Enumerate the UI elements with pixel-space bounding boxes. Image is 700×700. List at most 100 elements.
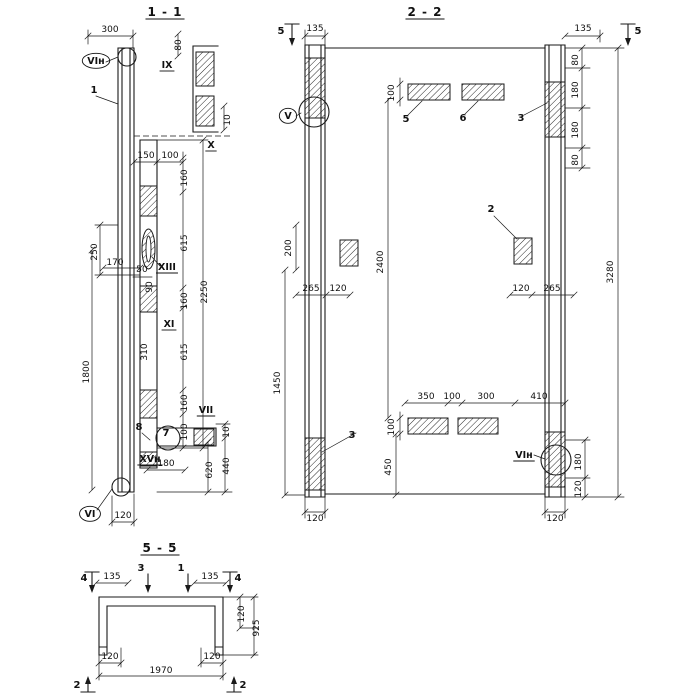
dim-label: 265 <box>543 284 560 294</box>
view-marker-label: XI <box>164 319 175 330</box>
dim-label: 180 <box>574 453 584 470</box>
dim-label: 170 <box>106 258 123 268</box>
embed-plate-hatch <box>139 185 158 217</box>
rib-hatch <box>304 437 326 491</box>
dim-label: 200 <box>284 239 294 256</box>
dim-label: 410 <box>530 392 547 402</box>
dim-label: 10 <box>222 426 232 438</box>
dim-label: 100 <box>443 392 460 402</box>
slot-opening-inner <box>145 235 152 263</box>
part-ref-label: 3 <box>349 430 356 441</box>
dim-label: 2400 <box>376 250 386 273</box>
dim-label: 120 <box>306 514 323 524</box>
detail-circle-v <box>298 96 330 128</box>
view-marker-label: VII <box>199 405 213 416</box>
detail-circle-top <box>117 47 137 67</box>
dim-label: 120 <box>546 514 563 524</box>
dimension-lines <box>92 579 259 681</box>
rib-hatch <box>304 57 326 119</box>
part-ref-label: 1 <box>91 85 98 96</box>
view-marker-label: IX <box>162 60 174 71</box>
view-marker-label: X <box>207 140 215 151</box>
section-1-1 <box>84 29 233 527</box>
dim-label: 160 <box>180 169 190 186</box>
part-ref-label: 4 <box>235 573 242 584</box>
leader-lines <box>295 100 548 460</box>
dim-label: 135 <box>201 572 218 582</box>
dim-label: 120 <box>574 480 584 497</box>
dim-label: 120 <box>237 605 247 622</box>
dim-label: 90 <box>145 281 155 293</box>
part-ref-label: 5 <box>403 114 410 125</box>
dim-label: 120 <box>203 652 220 662</box>
dim-label: 615 <box>180 343 190 360</box>
detail-circle-vin <box>540 444 572 476</box>
part-ref-label: 8 <box>136 422 143 433</box>
dim-label: 300 <box>101 25 118 35</box>
dimension-lines <box>281 29 625 519</box>
dim-label: 160 <box>180 292 190 309</box>
view-marker-label: XVн <box>139 454 160 465</box>
dim-label: 180 <box>571 121 581 138</box>
dim-label: 10 <box>223 114 233 126</box>
dim-label: 620 <box>205 461 215 478</box>
dim-label: 135 <box>574 24 591 34</box>
part-ref-label: 5 <box>635 26 642 37</box>
top-bracket-outline <box>192 45 219 133</box>
marker-circle <box>278 107 298 124</box>
dim-label: 100 <box>387 418 397 435</box>
embed-plate-hatch <box>139 451 158 467</box>
dim-label: 120 <box>101 652 118 662</box>
dim-label: 180 <box>157 459 174 469</box>
dim-label: 135 <box>306 24 323 34</box>
dim-label: 120 <box>114 511 131 521</box>
dim-label: 1800 <box>82 360 92 383</box>
dim-label: 3280 <box>606 260 616 283</box>
column-outline <box>117 47 135 493</box>
embed-strap-hatch <box>407 417 449 435</box>
dim-label: 80 <box>174 39 184 51</box>
dim-label: 120 <box>329 284 346 294</box>
dim-label: 120 <box>512 284 529 294</box>
section-title: 2 - 2 <box>407 5 442 19</box>
rib-hatch <box>544 431 566 488</box>
view-marker-label: V <box>284 111 292 122</box>
dim-label: 300 <box>477 392 494 402</box>
dim-label: 180 <box>571 81 581 98</box>
part-ref-label: 6 <box>460 113 467 124</box>
dim-label: 250 <box>90 243 100 260</box>
bottom-bracket-outline <box>156 427 217 447</box>
part-ref-label: 5 <box>278 26 285 37</box>
view-marker-label: VIн <box>87 56 104 67</box>
dim-label: 350 <box>417 392 434 402</box>
dim-label: 310 <box>140 343 150 360</box>
embed-strap-hatch <box>457 417 499 435</box>
section-cut-marks <box>80 571 242 693</box>
part-ref-label: 2 <box>488 204 495 215</box>
dim-label: 925 <box>252 619 262 636</box>
part-ref-label: 4 <box>81 573 88 584</box>
part-ref-label: 7 <box>163 428 170 439</box>
view-marker-label: VI <box>85 509 96 520</box>
part-ref-label: 2 <box>74 680 81 691</box>
dim-label: 2250 <box>200 280 210 303</box>
dim-label: 100 <box>161 151 178 161</box>
section-2-2 <box>281 23 636 519</box>
channel-outline <box>98 596 224 656</box>
dim-label: 80 <box>571 154 581 166</box>
part-ref-label: 1 <box>178 563 185 574</box>
rib-hatch <box>544 81 566 138</box>
view-marker-label: VIн <box>515 450 532 461</box>
section-cut-arrowheads <box>289 38 631 46</box>
embed-plate-hatch <box>513 237 533 265</box>
dim-label: 135 <box>103 572 120 582</box>
dim-label: 50 <box>136 265 148 275</box>
dim-label: 1970 <box>150 666 173 676</box>
dim-label: 80 <box>571 54 581 66</box>
leader-lines <box>95 56 161 511</box>
embed-plate-hatch <box>195 95 215 127</box>
dim-label: 100 <box>387 84 397 101</box>
dim-label: 100 <box>180 423 190 440</box>
